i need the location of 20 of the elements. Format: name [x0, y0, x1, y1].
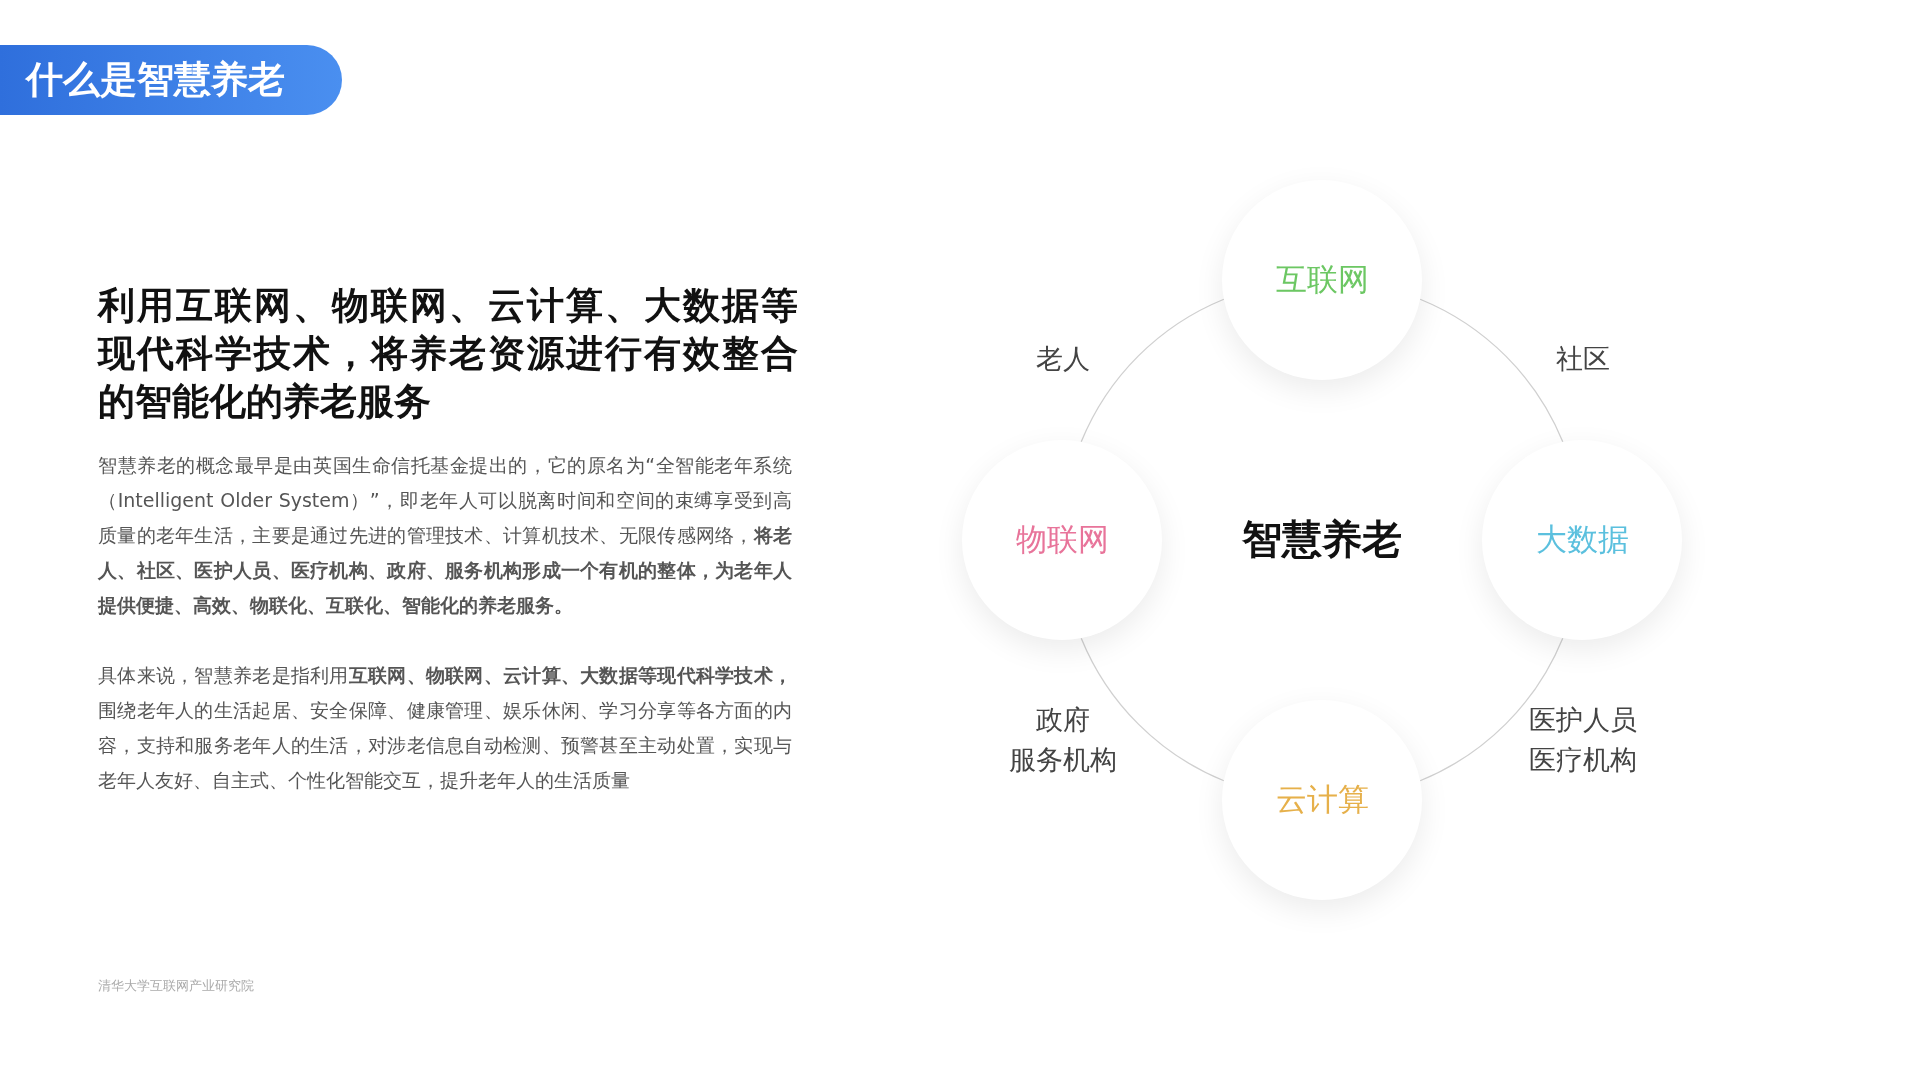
connector-arc — [1419, 637, 1564, 782]
topic-label: 云计算 — [1275, 780, 1369, 819]
topic-label: 大数据 — [1535, 520, 1629, 559]
stakeholder-label: 政府 — [1036, 703, 1090, 738]
headline: 利用互联网、物联网、云计算、大数据等现代科学技术，将养老资源进行有效整合的智能化的养老服务 — [98, 283, 798, 425]
connector-arc — [1419, 298, 1564, 443]
topic-label: 物联网 — [1015, 520, 1109, 559]
stakeholder-label: 老人 — [1036, 342, 1090, 377]
body-paragraph: 智慧养老的概念最早是由英国生命信托基金提出的，它的原名为“全智能老年系统（Intelligent Older System）”，即老年人可以脱离时间和空间的束缚享受到高质量的老年生活，主要是通过先进的管理技术、计算机技术、无限传感网络，将老人、社区、医护人员、医疗机构、政府、服务机构形成一个有机的整体，为老年人提供便捷、高效、物联化、互联化、智能化的养老服务。 — [98, 453, 792, 618]
topic-label: 互联网 — [1275, 260, 1369, 299]
body-paragraph: 具体来说，智慧养老是指利用互联网、物联网、云计算、大数据等现代科学技术，围绕老年人的生活起居、安全保障、健康管理、娱乐休闲、学习分享等各方面的内容，支持和服务老年人的生活，对涉老信息自动检测、预警甚至主动处置，实现与老年人友好、自主式、个性化智能交互，提升老年人的生活质量 — [98, 663, 792, 793]
source-note: 清华大学互联网产业研究院 — [98, 978, 255, 994]
stakeholder-label: 社区 — [1556, 342, 1610, 377]
stakeholder-label: 医疗机构 — [1529, 743, 1637, 778]
connector-arc — [1080, 298, 1225, 443]
connector-arc — [1080, 637, 1225, 782]
stakeholder-label: 医护人员 — [1529, 703, 1637, 738]
center-title: 智慧养老 — [1242, 515, 1402, 564]
title-tab: 什么是智慧养老 — [0, 45, 342, 115]
stakeholder-label: 服务机构 — [1009, 743, 1117, 778]
